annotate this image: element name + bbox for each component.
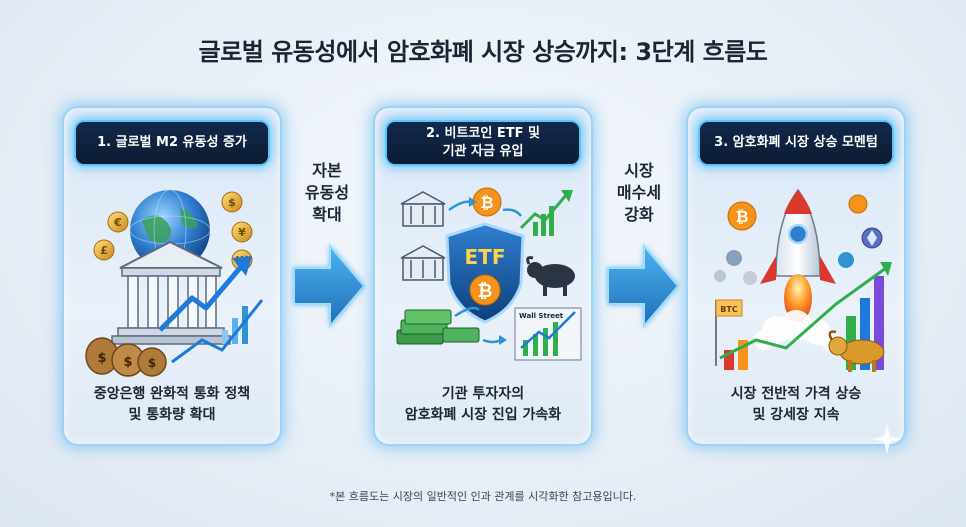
connector-label-market-buying: 시장 매수세 강화 bbox=[616, 161, 662, 224]
growth-arrow-icon bbox=[158, 256, 252, 332]
caption-line: 및 통화량 확대 bbox=[128, 407, 216, 423]
connector-label-capital-liquidity: 자본 유동성 확대 bbox=[304, 161, 350, 224]
wall-street-label: Wall Street bbox=[519, 312, 564, 320]
step-card-market-momentum: 3. 암호화폐 시장 상승 모멘텀 ₿ bbox=[686, 106, 906, 446]
step-badge-1: 1. 글로벌 M2 유동성 증가 bbox=[74, 120, 270, 166]
page-title: 글로벌 유동성에서 암호화폐 시장 상승까지: 3단계 흐름도 bbox=[198, 38, 768, 66]
bar-chart-icon bbox=[171, 299, 264, 364]
svg-text:₿: ₿ bbox=[735, 207, 748, 226]
btc-flag-icon: BTC bbox=[715, 299, 743, 366]
etf-shield-icon: ETF ₿ bbox=[445, 222, 525, 324]
caption-line: 및 강세장 지속 bbox=[752, 407, 840, 423]
currency-coins-icon: € £ $ ¥ ₩ bbox=[93, 191, 253, 271]
wall-street-chart-icon: Wall Street bbox=[514, 307, 582, 361]
central-bank-illustration: € £ $ ¥ ₩ $ $ $ bbox=[85, 189, 264, 377]
coin-pound: £ bbox=[100, 244, 108, 257]
money-bags-icon: $ $ $ bbox=[85, 337, 167, 377]
caption-line: 기관 투자자의 bbox=[441, 386, 525, 402]
coin-euro: € bbox=[113, 216, 122, 229]
svg-text:$: $ bbox=[148, 356, 156, 370]
rocket-icon bbox=[760, 188, 836, 322]
svg-text:$: $ bbox=[97, 351, 106, 366]
svg-text:₿: ₿ bbox=[480, 193, 493, 212]
step-card-global-liquidity: 1. 글로벌 M2 유동성 증가 bbox=[62, 106, 282, 446]
svg-text:₿: ₿ bbox=[478, 281, 493, 302]
flow-arrow-icon bbox=[607, 243, 680, 329]
sparkle-icon bbox=[872, 424, 902, 454]
step-card-etf-inflow: 2. 비트코인 ETF 및 기관 자금 유입 ₿ bbox=[373, 106, 593, 446]
institution-building-icon bbox=[400, 191, 446, 281]
bull-icon bbox=[526, 256, 575, 296]
step-badge-2: 2. 비트코인 ETF 및 기관 자금 유입 bbox=[385, 120, 581, 166]
bank-building-icon bbox=[111, 240, 231, 345]
step-caption-3: 시장 전반적 가격 상승 및 강세장 지속 bbox=[696, 384, 896, 426]
step-caption-1: 중앙은행 완화적 통화 정책 및 통화량 확대 bbox=[72, 384, 272, 426]
etf-label: ETF bbox=[465, 245, 506, 269]
bitcoin-icon: ₿ bbox=[472, 187, 502, 217]
cash-stack-icon bbox=[396, 309, 480, 345]
footnote: *본 흐름도는 시장의 일반적인 인과 관계를 시각화한 참고용입니다. bbox=[329, 490, 637, 503]
coin-dollar: $ bbox=[228, 196, 236, 209]
etf-institution-illustration: ₿ ETF ₿ bbox=[396, 187, 582, 361]
svg-text:$: $ bbox=[123, 355, 132, 370]
crypto-coins-icon: ₿ bbox=[714, 194, 883, 285]
caption-line: 중앙은행 완화적 통화 정책 bbox=[93, 386, 251, 402]
step-caption-2: 기관 투자자의 암호화폐 시장 진입 가속화 bbox=[383, 384, 583, 426]
golden-bull-icon bbox=[828, 330, 885, 372]
caption-line: 암호화폐 시장 진입 가속화 bbox=[404, 407, 562, 423]
rocket-market-illustration: ₿ BTC bbox=[714, 188, 892, 372]
btc-label: BTC bbox=[720, 305, 738, 314]
caption-line: 시장 전반적 가격 상승 bbox=[730, 386, 862, 402]
line-chart-icon bbox=[502, 190, 573, 236]
step-badge-3: 3. 암호화폐 시장 상승 모멘텀 bbox=[698, 120, 894, 166]
coin-yen: ¥ bbox=[238, 226, 246, 239]
globe-icon bbox=[129, 189, 211, 271]
flow-arrow-icon bbox=[293, 243, 366, 329]
